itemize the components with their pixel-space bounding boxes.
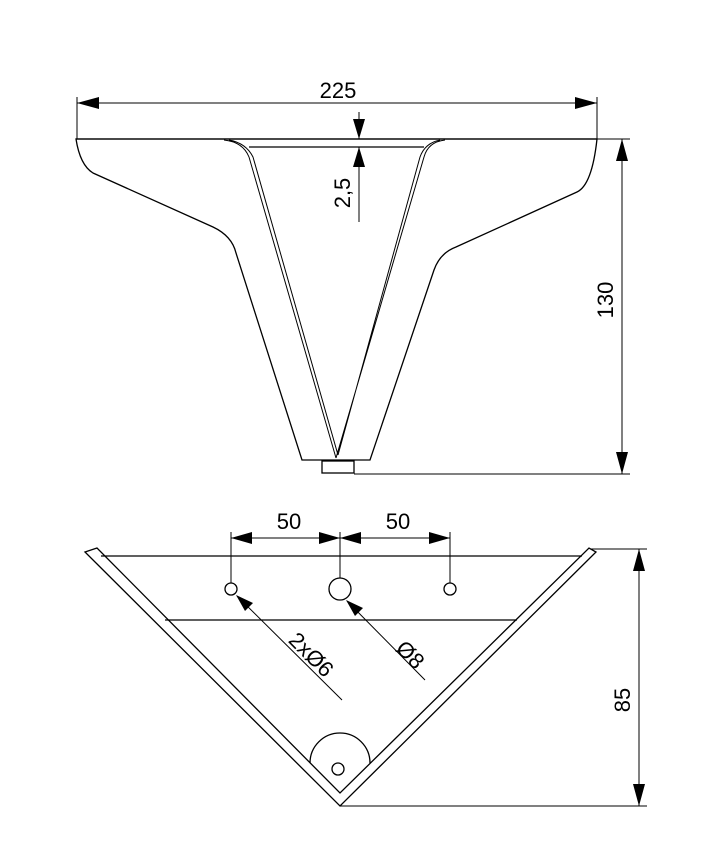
hole-leaders: 2xØ6 Ø8 (236, 595, 430, 701)
thickness-dimension: 2,5 (330, 112, 365, 222)
spacing-left-label: 50 (277, 509, 301, 534)
v-groove-left (223, 139, 339, 459)
height-dimension: 130 (354, 138, 630, 475)
hole-spacing-dimension: 50 50 (230, 509, 451, 583)
plate-outline (83, 547, 598, 807)
leg-outline (75, 138, 598, 461)
corner-boss (309, 732, 371, 764)
depth-dimension: 85 (340, 548, 647, 807)
small-holes-label: 2xØ6 (284, 627, 339, 682)
height-dim-label: 130 (593, 282, 618, 319)
depth-dim-label: 85 (610, 688, 635, 712)
center-hole-label: Ø8 (391, 635, 429, 673)
thickness-dim-label: 2,5 (330, 178, 355, 209)
mount-hole-center (328, 577, 352, 601)
mount-hole-left (224, 582, 238, 596)
v-groove-right (335, 139, 446, 459)
width-dim-label: 225 (320, 78, 357, 103)
mount-hole-right (443, 582, 457, 596)
bottom-view: 50 50 2xØ6 Ø8 85 (83, 509, 647, 807)
width-dimension: 225 (76, 78, 598, 139)
corner-hole (331, 762, 345, 776)
foot-pin (321, 460, 355, 474)
top-view: 225 2,5 130 (75, 78, 630, 475)
spacing-right-label: 50 (386, 509, 410, 534)
